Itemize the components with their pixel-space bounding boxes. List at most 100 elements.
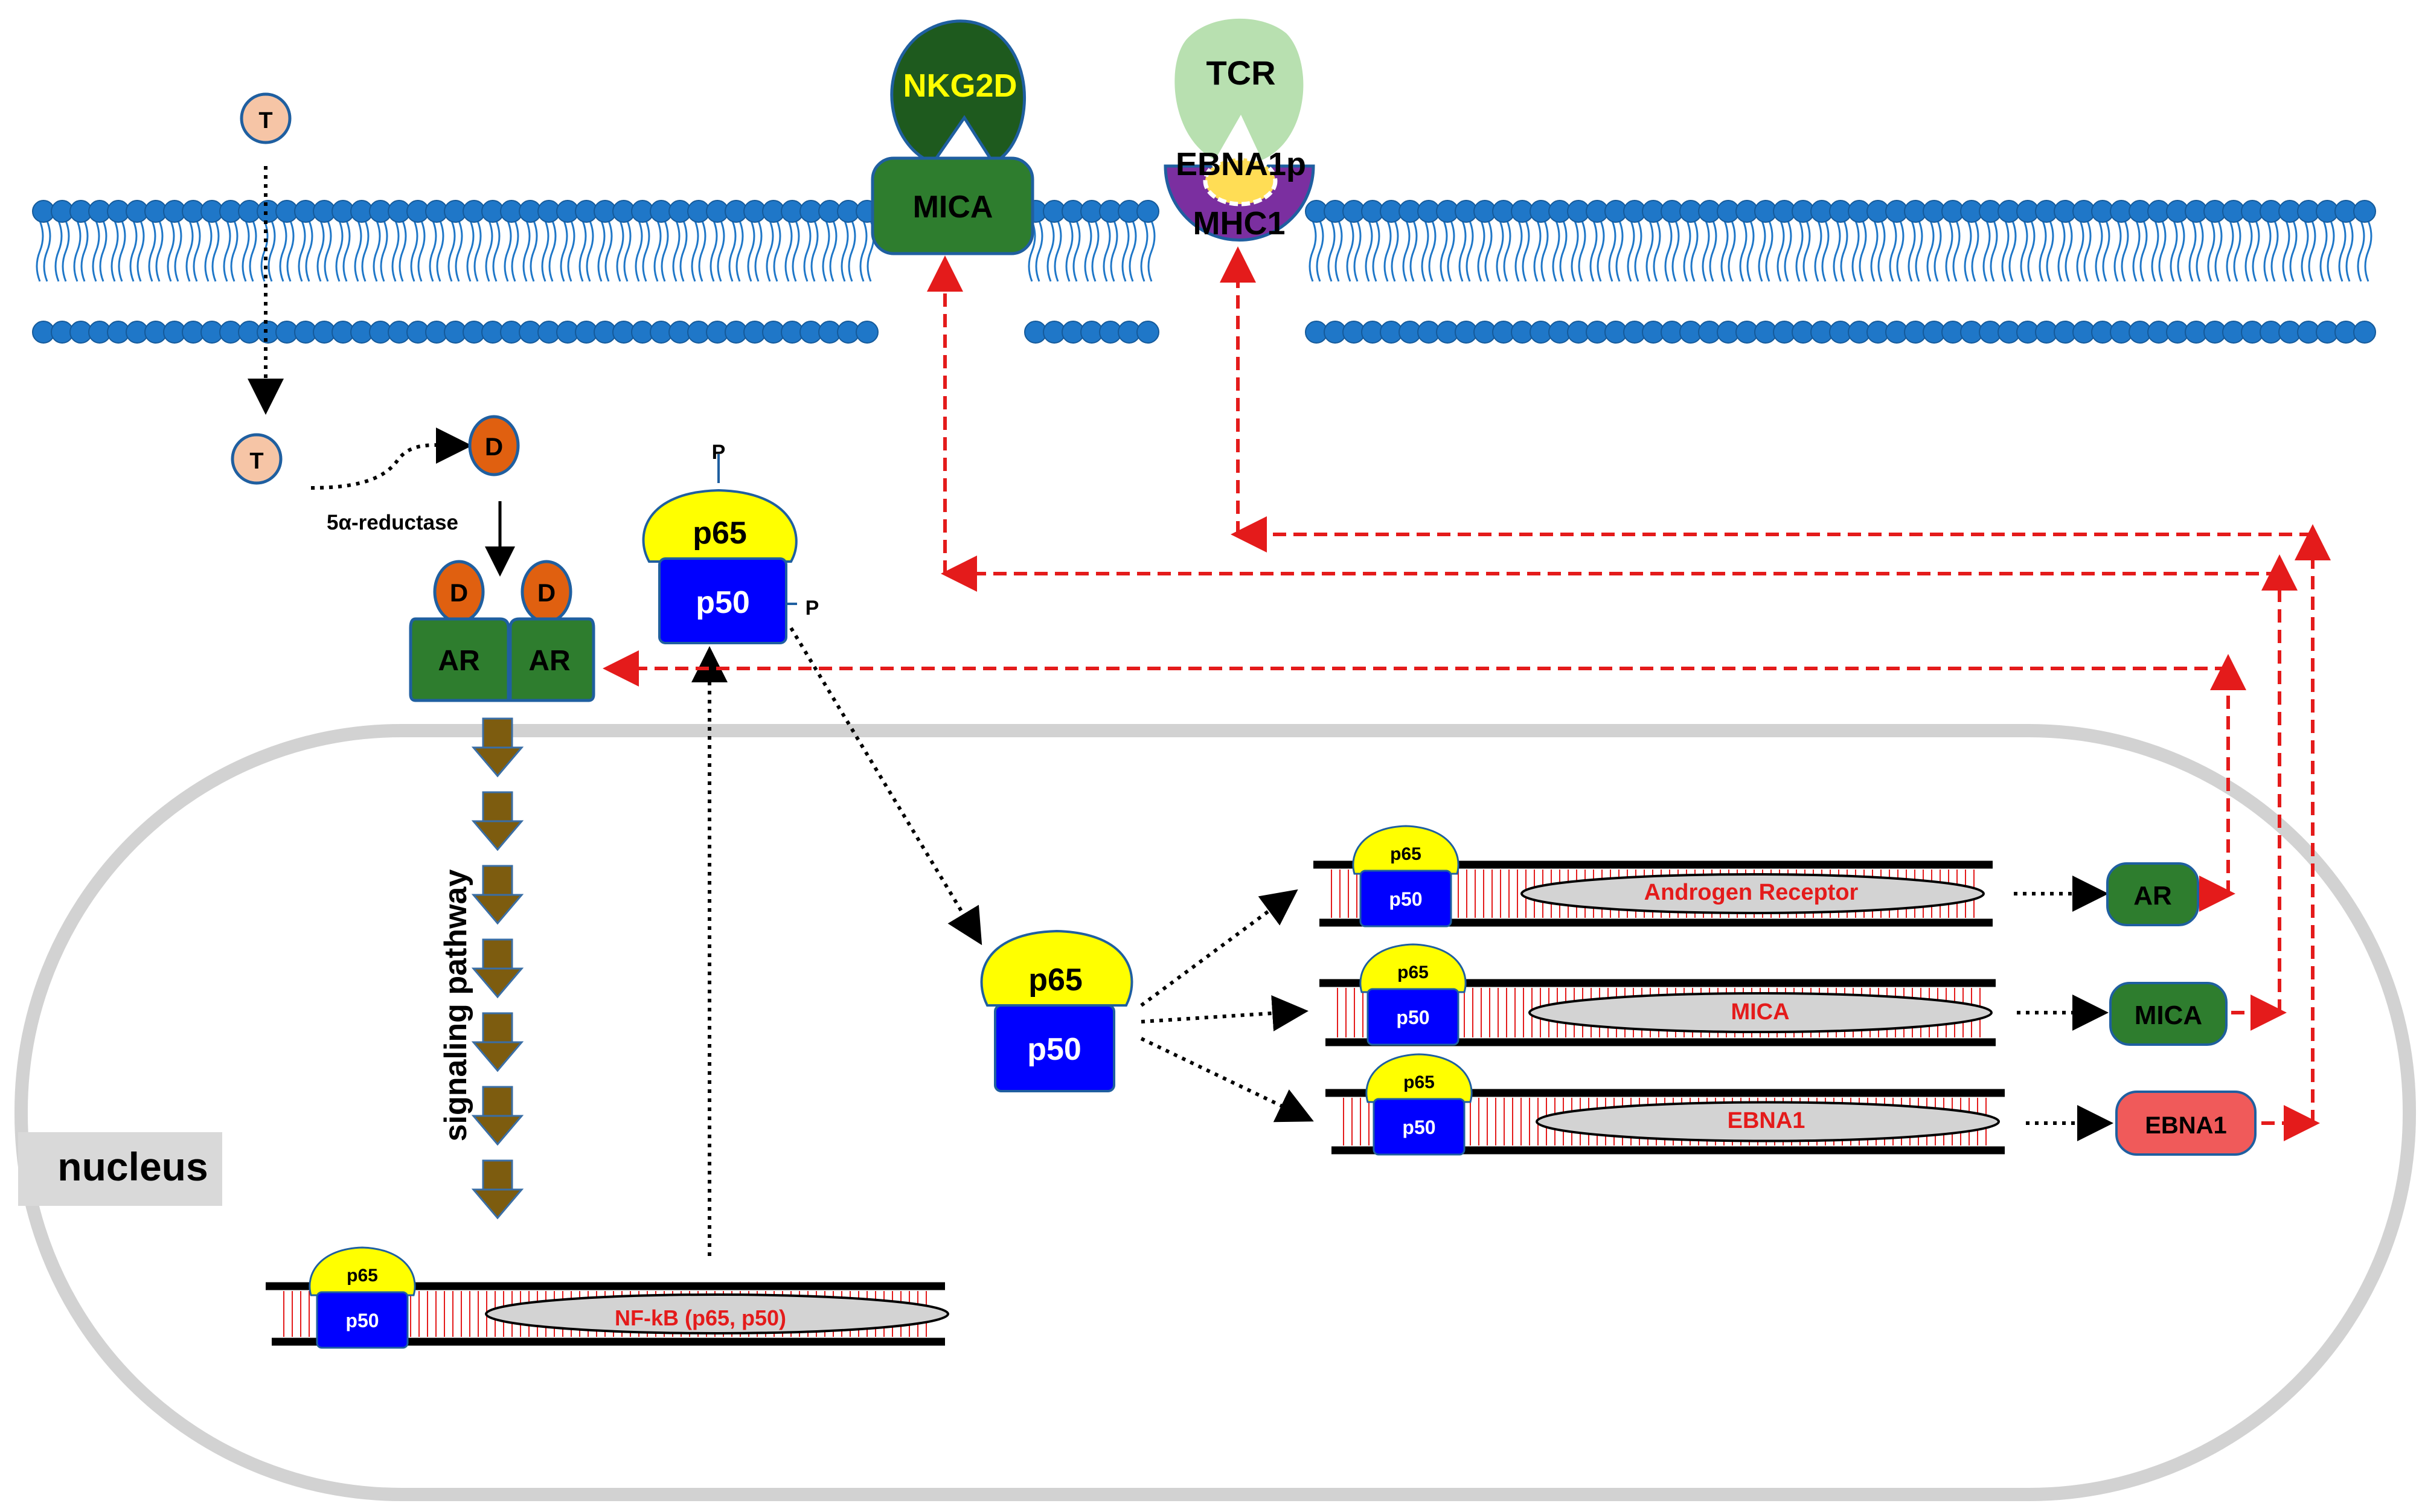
lipid-tail — [1477, 220, 1493, 282]
lipid-tail — [822, 220, 838, 282]
lipid-tail — [2095, 220, 2110, 282]
tcr-mhc1-complex: TCR EBNA1p MHC1 — [1164, 18, 1315, 242]
lipid-tail — [578, 220, 594, 282]
ar-gene-label: Androgen Receptor — [1644, 880, 1859, 905]
lipid-tail — [2226, 220, 2241, 282]
nkg2d-label: NKG2D — [903, 68, 1017, 104]
lipid-tail — [2020, 220, 2036, 282]
ar-product: AR — [2106, 862, 2199, 926]
lipid-tail — [1720, 220, 1736, 282]
lipid-tail — [1814, 220, 1830, 282]
lipid-tail — [1851, 220, 1867, 282]
lipid-tail — [1776, 220, 1792, 282]
lipid-tail — [1084, 220, 1100, 282]
lipid-tail — [541, 220, 557, 282]
lipid-tail — [1664, 220, 1680, 282]
lipid-tail — [429, 220, 444, 282]
lipid-tail — [710, 220, 725, 282]
ebna1-product-label: EBNA1 — [2145, 1112, 2227, 1139]
lipid-tail — [728, 220, 744, 282]
lipid-tail — [92, 220, 107, 282]
lipid-tail — [1870, 220, 1886, 282]
nucleus-label: nucleus — [57, 1144, 208, 1189]
nucleus-envelope — [14, 724, 2416, 1501]
p50-cytoplasm-label: p50 — [696, 585, 750, 620]
p50-subunit — [316, 1291, 409, 1349]
p65-cytoplasm-label: p65 — [693, 516, 747, 551]
lipid-tail — [1908, 220, 1923, 282]
lipid-tail — [1346, 220, 1362, 282]
lipid-tail — [1739, 220, 1755, 282]
lipid-tail — [1514, 220, 1530, 282]
nucleus-label-box: nucleus — [18, 1132, 222, 1206]
lipid-tail — [841, 220, 856, 282]
lipid-tail — [223, 220, 239, 282]
lipid-tail — [447, 220, 463, 282]
lipid-tail — [148, 220, 164, 282]
lipid-tail — [1945, 220, 1961, 282]
lipid-tail — [1046, 220, 1062, 282]
cytoplasmic-nfkb-complex: P p65 p50 P — [642, 441, 819, 644]
lipid-tail — [242, 220, 257, 282]
arrow-to-ar-gene — [1140, 889, 1298, 1007]
lipid-tail — [2001, 220, 2017, 282]
lipid-head — [2353, 321, 2376, 344]
ar-right-label: AR — [528, 645, 570, 677]
phospho-label-top: P — [712, 441, 726, 464]
lipid-tail — [1496, 220, 1511, 282]
lipid-tail — [1608, 220, 1624, 282]
feedback-arrows — [603, 246, 2331, 1141]
arrow-to-mica-gene — [1141, 995, 1309, 1032]
arrow-to-ebna1-gene — [1140, 1037, 1314, 1123]
lipid-tail — [2170, 220, 2185, 282]
lipid-tail — [1065, 220, 1081, 282]
dht-molecule: D — [468, 415, 520, 476]
lipid-tail — [316, 220, 332, 282]
tcr-label: TCR — [1206, 54, 1275, 92]
lipid-tail — [129, 220, 145, 282]
lipid-tail — [1964, 220, 1979, 282]
gene-body — [1520, 873, 1985, 914]
lipid-tail — [1702, 220, 1717, 282]
p65-subunit-label: p65 — [1397, 963, 1429, 982]
testosterone-inside: T — [231, 433, 283, 485]
lipid-tail — [2057, 220, 2073, 282]
lipid-tail — [260, 220, 276, 282]
cell-membrane — [32, 200, 2376, 344]
lipid-tail — [1421, 220, 1437, 282]
dna-strand: p65 p50 — [1319, 943, 1996, 1046]
lipid-tail — [2039, 220, 2054, 282]
ebna1-gene-label: EBNA1 — [1728, 1108, 1805, 1133]
mica-product: MICA — [2109, 982, 2228, 1046]
lipid-tail — [635, 220, 650, 282]
p50-subunit-label: p50 — [1396, 1007, 1429, 1028]
lipid-tail — [167, 220, 182, 282]
p65-nuclear-label: p65 — [1028, 963, 1083, 998]
ebna1-product: EBNA1 — [2115, 1091, 2257, 1156]
lipid-tail — [204, 220, 220, 282]
p50-subunit — [1359, 870, 1452, 927]
lipid-tail — [485, 220, 501, 282]
p65-subunit — [1365, 1053, 1473, 1103]
lipid-tail — [279, 220, 295, 282]
lipid-tail — [2188, 220, 2204, 282]
lipid-tail — [653, 220, 669, 282]
signaling-pathway-arrows — [472, 717, 523, 1219]
lipid-head — [1136, 200, 1159, 223]
lipid-tail — [1365, 220, 1380, 282]
conversion-arrow — [310, 427, 472, 490]
ar-left-label: AR — [438, 645, 479, 677]
lipid-tail — [1327, 220, 1343, 282]
ebna1-peptide-label: EBNA1p — [1176, 146, 1306, 182]
lipid-tail — [1926, 220, 1942, 282]
lipid-tail — [1103, 220, 1118, 282]
enzyme-label: 5α-reductase — [327, 511, 458, 534]
phospho-label-side: P — [806, 597, 819, 620]
p65-subunit — [1352, 825, 1459, 875]
lipid-tail — [2338, 220, 2354, 282]
lipid-tail — [2132, 220, 2148, 282]
lipid-tail — [691, 220, 706, 282]
lipid-tail — [185, 220, 201, 282]
